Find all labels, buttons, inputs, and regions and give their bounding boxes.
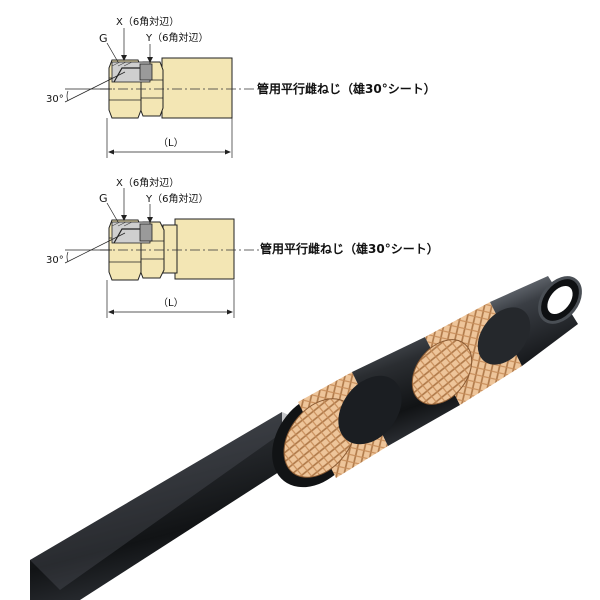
hose-outer-cover <box>30 412 282 600</box>
label-y: Y（6角対辺） <box>145 31 208 44</box>
fitting-figure-1: G X（6角対辺） Y（6角対辺） 30° （L） 管用平行雌ねじ（雄30°シー… <box>46 15 436 158</box>
label-x: X（6角対辺） <box>116 15 179 28</box>
label-angle: 30° <box>46 94 64 105</box>
label-length: （L） <box>158 297 184 309</box>
label-y: Y（6角対辺） <box>145 192 208 205</box>
label-x: X（6角対辺） <box>116 176 179 189</box>
label-angle: 30° <box>46 255 64 266</box>
label-g: G <box>99 32 108 45</box>
hose-cutaway <box>30 276 582 600</box>
label-g: G <box>99 192 108 205</box>
label-length: （L） <box>158 137 184 149</box>
fitting-body <box>174 218 235 280</box>
thread-label: 管用平行雌ねじ（雄30°シート） <box>257 81 436 96</box>
fitting-figure-2: G X（6角対辺） Y（6角対辺） 30° （L） 管用平行雌ねじ（雄30°シー… <box>46 176 439 318</box>
thread-label: 管用平行雌ねじ（雄30°シート） <box>260 241 439 256</box>
fitting-body <box>161 57 233 119</box>
